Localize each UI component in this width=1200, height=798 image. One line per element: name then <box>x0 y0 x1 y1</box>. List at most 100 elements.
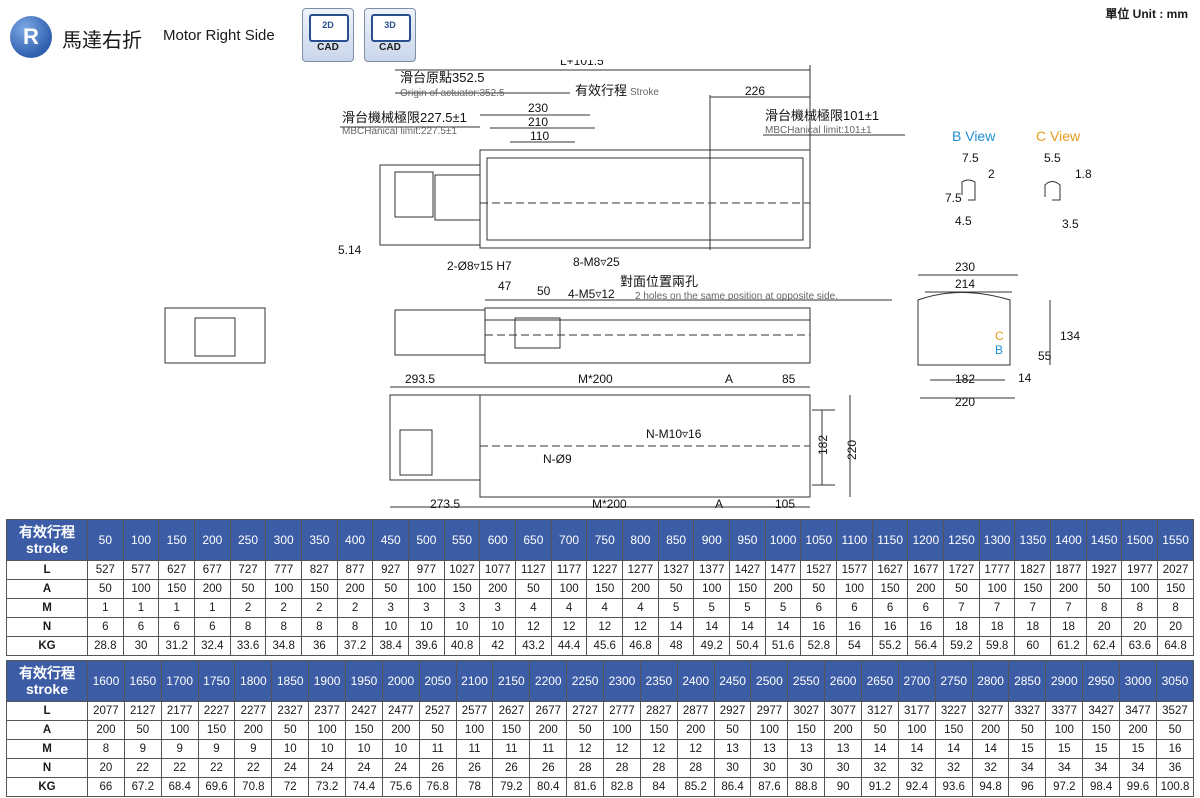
table-cell: 100 <box>1045 720 1084 740</box>
table-cell: 8 <box>301 617 338 637</box>
table-cell: 977 <box>408 560 445 580</box>
table-cell: 69.6 <box>197 777 236 797</box>
c-dim-1-8: 1.8 <box>1075 167 1092 181</box>
table-cell: 56.4 <box>907 636 945 656</box>
table-cell: 50 <box>271 720 310 740</box>
table-cell: 1277 <box>622 560 659 580</box>
table-cell: 40.8 <box>443 636 481 656</box>
table-cell: 18 <box>978 617 1016 637</box>
table-cell: 150 <box>586 579 624 599</box>
bottom-dim-220: 220 <box>845 440 859 460</box>
table-cell: 15 <box>1008 739 1047 759</box>
table-cell: 1527 <box>800 560 838 580</box>
table-cell: 12 <box>550 617 588 637</box>
title-chinese: 馬達右折 <box>62 28 142 52</box>
table-cell: 7 <box>978 598 1016 618</box>
table-cell: 28 <box>676 758 715 778</box>
stroke-value-cell: 1600 <box>87 660 125 702</box>
table-cell: 150 <box>158 579 196 599</box>
cad-3d-bottom-label: CAD <box>379 42 401 53</box>
row-label: M <box>6 739 88 759</box>
bottom-dim-85: 85 <box>782 372 796 386</box>
table-cell: 2627 <box>492 701 531 721</box>
end-b-marker: B <box>995 343 1003 357</box>
stroke-value-cell: 700 <box>550 519 588 561</box>
table-cell: 75.6 <box>381 777 420 797</box>
table-cell: 150 <box>345 720 383 740</box>
table-cell: 100 <box>603 720 641 740</box>
motor-side <box>394 309 486 356</box>
table-cell: 1127 <box>515 560 552 580</box>
table-cell: 54 <box>836 636 873 656</box>
table-cell: 2177 <box>160 701 199 721</box>
table-cell: 30 <box>750 758 789 778</box>
table-cell: 78 <box>455 777 494 797</box>
table-cell: 200 <box>529 720 568 740</box>
table-cell: 63.6 <box>1121 636 1159 656</box>
table-cell: 18 <box>943 617 980 637</box>
end-c-marker: C <box>995 329 1004 343</box>
table-cell: 32 <box>861 758 899 778</box>
table-cell: 2977 <box>750 701 789 721</box>
stroke-value-cell: 400 <box>336 519 374 561</box>
table-cell: 92.4 <box>897 777 936 797</box>
table-cell: 20 <box>87 758 125 778</box>
dim-50: 50 <box>537 284 551 298</box>
table-cell: 10 <box>443 617 481 637</box>
table-cell: 50 <box>566 720 605 740</box>
table-cell: 100 <box>160 720 199 740</box>
table-cell: 70.8 <box>234 777 273 797</box>
table-cell: 44.4 <box>550 636 588 656</box>
table-cell: 2127 <box>123 701 162 721</box>
table-cell: 1577 <box>836 560 873 580</box>
title-english: Motor Right Side <box>163 27 275 44</box>
stroke-value-cell: 100 <box>122 519 160 561</box>
stroke-value-cell: 1650 <box>123 660 162 702</box>
table-cell: 2777 <box>603 701 641 721</box>
table-cell: 4 <box>586 598 624 618</box>
cad-3d-button[interactable]: 3D CAD <box>364 8 416 62</box>
stroke-value-cell: 1150 <box>871 519 909 561</box>
table-cell: 150 <box>1082 720 1121 740</box>
table-cell: 8 <box>1157 598 1194 618</box>
table-cell: 30 <box>787 758 826 778</box>
pin-hole-label: 2-Ø8▿15 H7 <box>447 259 512 273</box>
table-cell: 14 <box>764 617 802 637</box>
table-cell: 100 <box>455 720 494 740</box>
table-cell: 86.4 <box>713 777 752 797</box>
stroke-value-cell: 550 <box>443 519 481 561</box>
stroke-value-cell: 450 <box>372 519 410 561</box>
table-cell: 5 <box>693 598 731 618</box>
table-cell: 22 <box>234 758 273 778</box>
table-cell: 94.8 <box>971 777 1010 797</box>
table-cell: 577 <box>122 560 160 580</box>
stroke-value-cell: 850 <box>657 519 695 561</box>
actuator-top-body <box>479 149 811 249</box>
cad-2d-button[interactable]: 2D CAD <box>302 8 354 62</box>
table-cell: 2527 <box>418 701 457 721</box>
table-cell: 3127 <box>861 701 899 721</box>
table-cell: 55.2 <box>871 636 909 656</box>
table-cell: 74.4 <box>345 777 383 797</box>
end-dim-214: 214 <box>955 277 975 291</box>
table-cell: 85.2 <box>676 777 715 797</box>
table-cell: 1627 <box>871 560 909 580</box>
table-cell: 2 <box>301 598 338 618</box>
table-cell: 11 <box>418 739 457 759</box>
table-cell: 8 <box>336 617 374 637</box>
b-dim-2: 2 <box>988 167 995 181</box>
stroke-value-cell: 1900 <box>308 660 347 702</box>
table-cell: 14 <box>971 739 1010 759</box>
table-cell: 34 <box>1082 758 1121 778</box>
table-cell: 97.2 <box>1045 777 1084 797</box>
stroke-label-en: Stroke <box>630 87 659 98</box>
stroke-value-cell: 1250 <box>943 519 980 561</box>
table-cell: 28 <box>603 758 641 778</box>
table-cell: 10 <box>381 739 420 759</box>
table-cell: 28 <box>639 758 678 778</box>
stroke-value-cell: 1350 <box>1014 519 1052 561</box>
